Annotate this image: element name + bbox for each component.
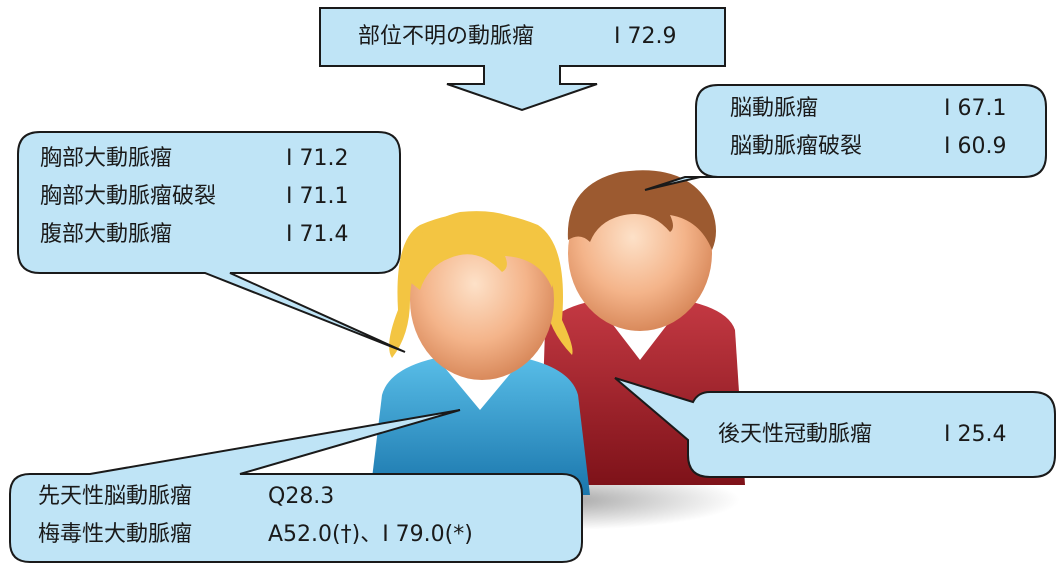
thoracic-bubble [17,131,406,353]
cerebral-row-2-name: 脳動脈瘤破裂 [730,134,863,159]
coronary-bubble [614,377,1056,478]
thoracic-row-1-code: I 71.2 [286,146,349,171]
cerebral-row-1-code: I 67.1 [944,96,1007,121]
male-hair [567,170,716,250]
congenital-row-1-code: Q28.3 [268,484,335,509]
congenital-bubble [9,409,583,563]
congenital-row-2-name: 梅毒性大動脈瘤 [38,522,193,547]
cerebral-row-2-code: I 60.9 [944,134,1007,159]
cerebral-row-1-name: 脳動脈瘤 [730,96,819,121]
top-box-name: 部位不明の動脈瘤 [358,24,535,49]
female-shirt [370,352,590,495]
coronary-code: I 25.4 [944,422,1007,447]
female-face [410,220,554,380]
congenital-row-1-name: 先天性脳動脈瘤 [38,484,193,509]
coronary-name: 後天性冠動脈瘤 [718,422,873,447]
female-figure-icon [370,211,590,495]
congenital-row-2-code: A52.0(†)、I 79.0(*) [268,522,473,547]
top-box-arrow [319,7,726,112]
female-hair-front [409,211,554,290]
thoracic-row-3-name: 腹部大動脈瘤 [40,222,173,247]
top-box-code: I 72.9 [614,24,677,49]
cerebral-bubble [644,84,1047,191]
thoracic-row-3-code: I 71.4 [286,222,349,247]
thoracic-row-1-name: 胸部大動脈瘤 [40,146,173,171]
thoracic-row-2-name: 胸部大動脈瘤破裂 [40,184,217,209]
thoracic-row-2-code: I 71.1 [286,184,349,209]
